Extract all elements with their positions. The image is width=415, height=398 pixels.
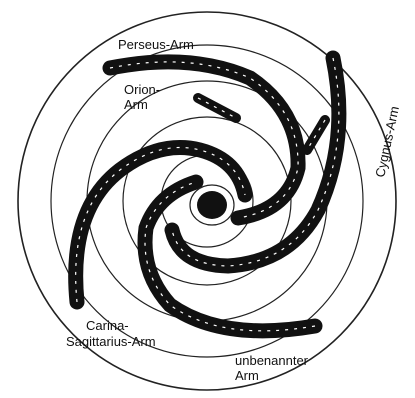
label-carina-line1: Carina- (86, 318, 129, 333)
unnamed-arm (145, 182, 315, 331)
label-perseus-arm: Perseus-Arm (118, 37, 194, 52)
label-orion-arm-line1: Orion- (124, 82, 160, 97)
label-cygnus-arm: Cygnus-Arm (372, 105, 402, 179)
label-carina-line2: Sagittarius-Arm (66, 334, 156, 349)
label-orion-arm-line2: Arm (124, 97, 148, 112)
galactic-core (197, 191, 227, 219)
label-unnamed-line1: unbenannter (235, 353, 309, 368)
label-unnamed-line2: Arm (235, 368, 259, 383)
